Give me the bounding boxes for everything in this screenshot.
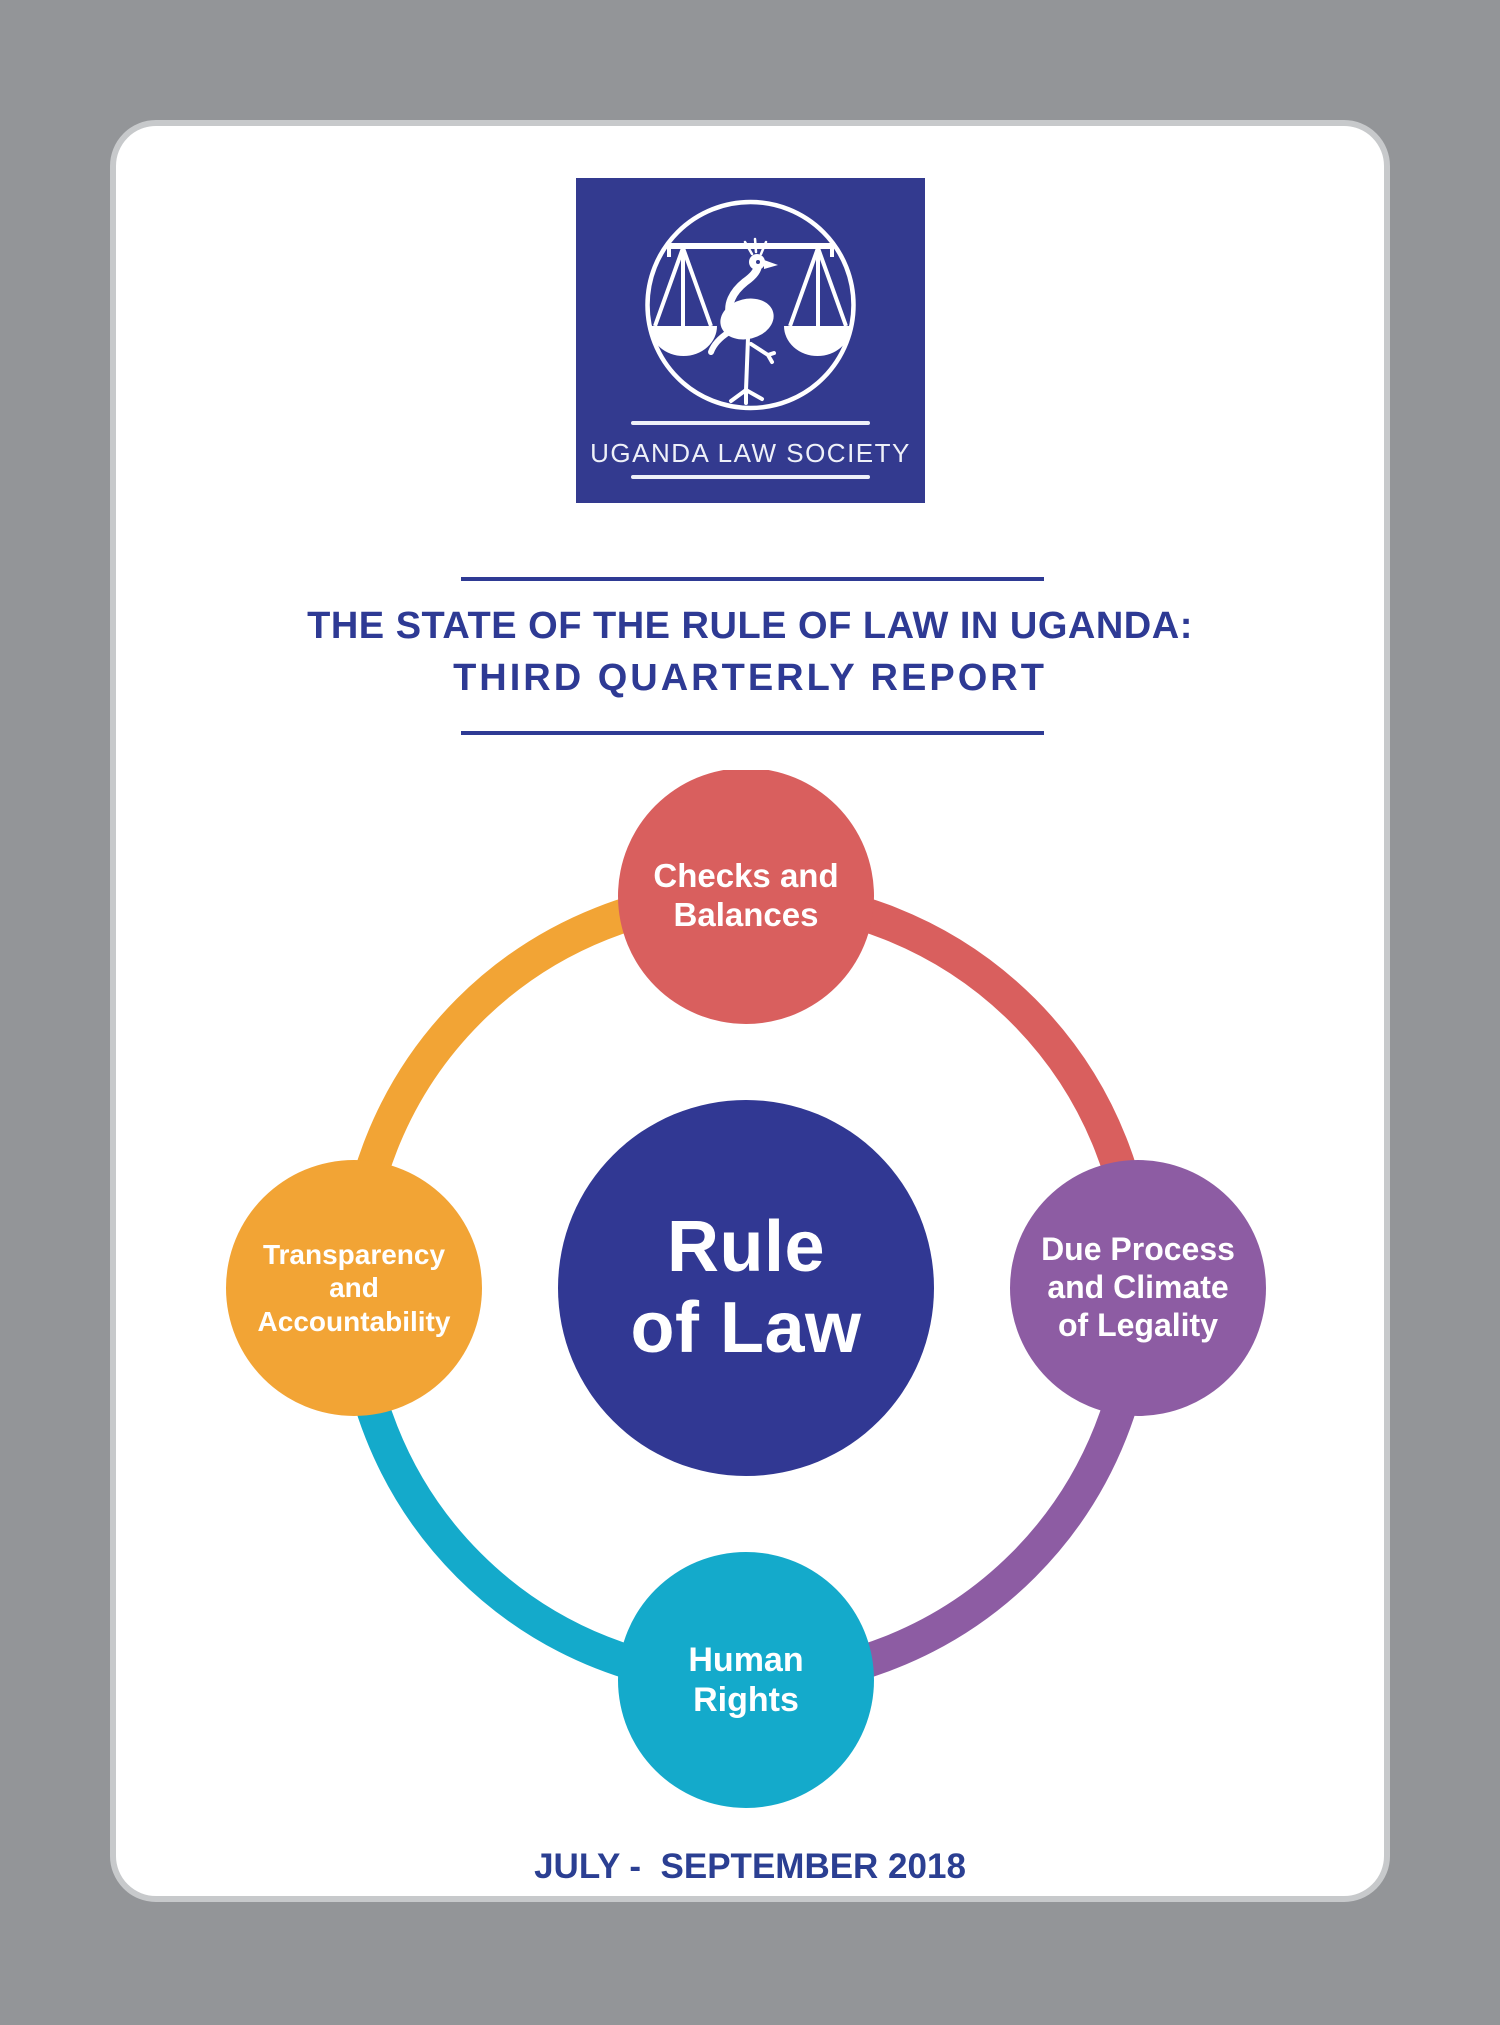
label-line: Human — [688, 1640, 804, 1679]
logo-background — [576, 178, 925, 503]
diagram-graphic — [226, 770, 1266, 1808]
label-human-rights: Human Rights — [621, 1555, 871, 1805]
label-line: Rule — [666, 1207, 826, 1288]
node-circle-human-rights — [618, 1552, 874, 1808]
label-line: and — [329, 1272, 379, 1304]
report-period: JULY - SEPTEMBER 2018 — [534, 1847, 966, 1886]
crested-crane-icon — [708, 237, 778, 405]
title-divider-bottom — [461, 731, 1044, 735]
label-line: Accountability — [257, 1305, 451, 1337]
center-circle-rule-of-law — [558, 1100, 934, 1476]
label-line: Due Process — [1041, 1231, 1235, 1268]
label-line: of Legality — [1057, 1306, 1218, 1343]
label-line: Transparency — [262, 1239, 446, 1271]
report-title-line1: THE STATE OF THE RULE OF LAW IN UGANDA: — [307, 605, 1193, 647]
label-checks-and-balances: Checks and Balances — [621, 771, 871, 1021]
label-due-process: Due Process and Climate of Legality — [1013, 1163, 1263, 1413]
node-circle-checks-and-balances — [618, 770, 874, 1024]
label-line: and Climate — [1047, 1269, 1229, 1306]
label-line: Balances — [673, 896, 819, 933]
scales-of-justice-icon — [650, 243, 851, 356]
label-line: of Law — [630, 1288, 862, 1368]
label-line: Rights — [693, 1681, 799, 1719]
report-title-line2: THIRD QUARTERLY REPORT — [453, 657, 1047, 699]
logo-divider-bottom — [631, 475, 870, 479]
label-rule-of-law: Rule of Law — [576, 1118, 916, 1458]
label-line: Checks and — [653, 857, 839, 895]
logo-wordmark: UGANDA LAW SOCIETY — [590, 438, 911, 468]
node-circle-transparency-accountability — [226, 1160, 482, 1416]
logo-circle — [645, 199, 856, 411]
logo-divider-top — [631, 421, 870, 425]
title-divider-top — [461, 577, 1044, 581]
node-circle-due-process — [1010, 1160, 1266, 1416]
logo-emblem: UGANDA LAW SOCIETY — [576, 178, 925, 503]
uganda-law-society-logo: UGANDA LAW SOCIETY — [576, 178, 925, 503]
label-transparency-accountability: Transparency and Accountability — [229, 1163, 479, 1413]
rule-of-law-diagram: Checks and Balances Transparency and Acc… — [116, 770, 1386, 1830]
report-cover-page: UGANDA LAW SOCIETY THE STATE OF THE RULE… — [110, 120, 1390, 1902]
